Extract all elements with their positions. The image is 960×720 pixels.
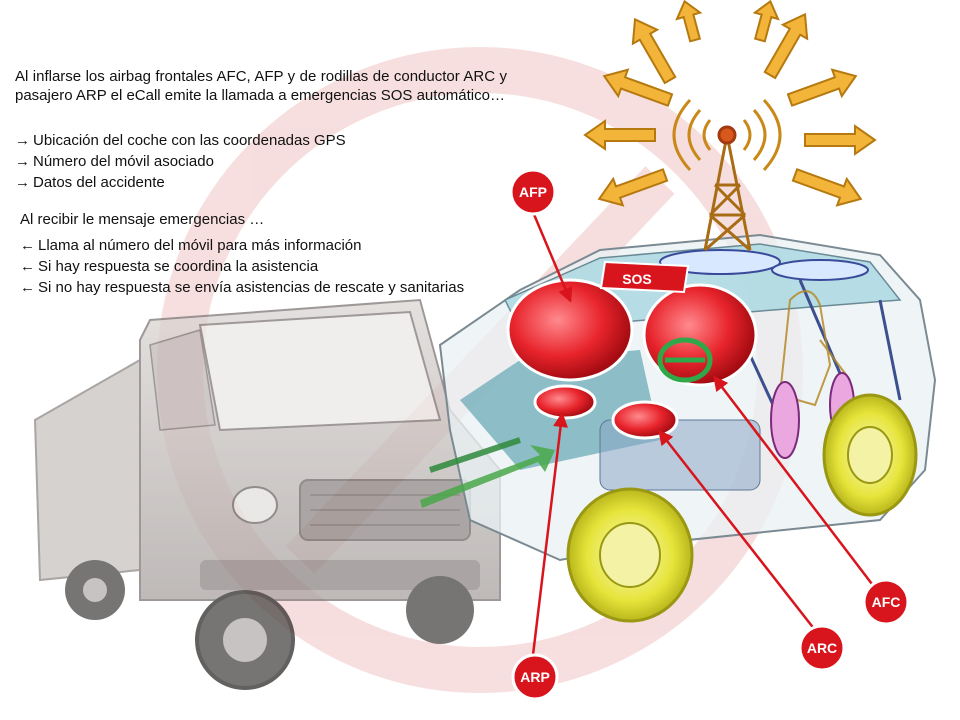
passenger-front-airbag — [506, 278, 634, 382]
emit-item: →Ubicación del coche con las coordenadas… — [15, 131, 346, 150]
response-item-text: Llama al número del móvil para más infor… — [38, 237, 362, 254]
svg-text:ARP: ARP — [520, 669, 550, 685]
svg-text:ARC: ARC — [807, 640, 837, 656]
response-item: ←Si hay respuesta se coordina la asisten… — [20, 257, 318, 276]
left-arrow-icon: ← — [20, 258, 35, 275]
left-arrow-icon: ← — [20, 279, 35, 296]
sos-sign-icon: SOS — [599, 260, 690, 294]
badge-afp: AFP — [509, 168, 557, 216]
leader-lines — [531, 211, 876, 656]
intro-paragraph: Al inflarse los airbag frontales AFC, AF… — [15, 68, 507, 104]
left-arrow-icon: ← — [20, 237, 35, 254]
emit-item-text: Datos del accidente — [33, 174, 165, 191]
svg-text:AFP: AFP — [519, 184, 547, 200]
badge-arc: ARC — [798, 624, 846, 672]
passenger-knee-airbag — [533, 384, 597, 420]
emit-item: →Datos del accidente — [15, 173, 165, 192]
emit-item-text: Número del móvil asociado — [33, 153, 214, 170]
airbags — [506, 278, 758, 440]
cell-tower-icon — [703, 125, 752, 252]
badge-arp: ARP — [511, 653, 559, 701]
radio-waves — [672, 98, 782, 172]
svg-text:SOS: SOS — [622, 271, 652, 287]
response-item: ←Llama al número del móvil para más info… — [20, 236, 361, 255]
response-item-text: Si no hay respuesta se envía asistencias… — [38, 279, 465, 296]
green-signal-arrows — [420, 437, 555, 508]
response-item-text: Si hay respuesta se coordina la asistenc… — [38, 258, 319, 275]
front-wheel — [566, 487, 694, 623]
right-arrow-icon: → — [15, 174, 30, 191]
signal-arrow-icon — [583, 0, 877, 207]
svg-text:AFC: AFC — [872, 594, 901, 610]
badge-afc: AFC — [862, 578, 910, 626]
emit-item: →Número del móvil asociado — [15, 152, 214, 171]
pickup-truck — [33, 298, 501, 690]
rear-wheel — [822, 393, 918, 517]
emit-item-text: Ubicación del coche con las coordenadas … — [33, 132, 346, 149]
right-arrow-icon: → — [15, 132, 30, 149]
receive-heading: Al recibir le mensaje emergencias … — [20, 211, 265, 228]
response-item: ←Si no hay respuesta se envía asistencia… — [20, 278, 464, 297]
right-arrow-icon: → — [15, 153, 30, 170]
driver-knee-airbag — [611, 400, 679, 440]
steering-wheel — [657, 337, 713, 383]
